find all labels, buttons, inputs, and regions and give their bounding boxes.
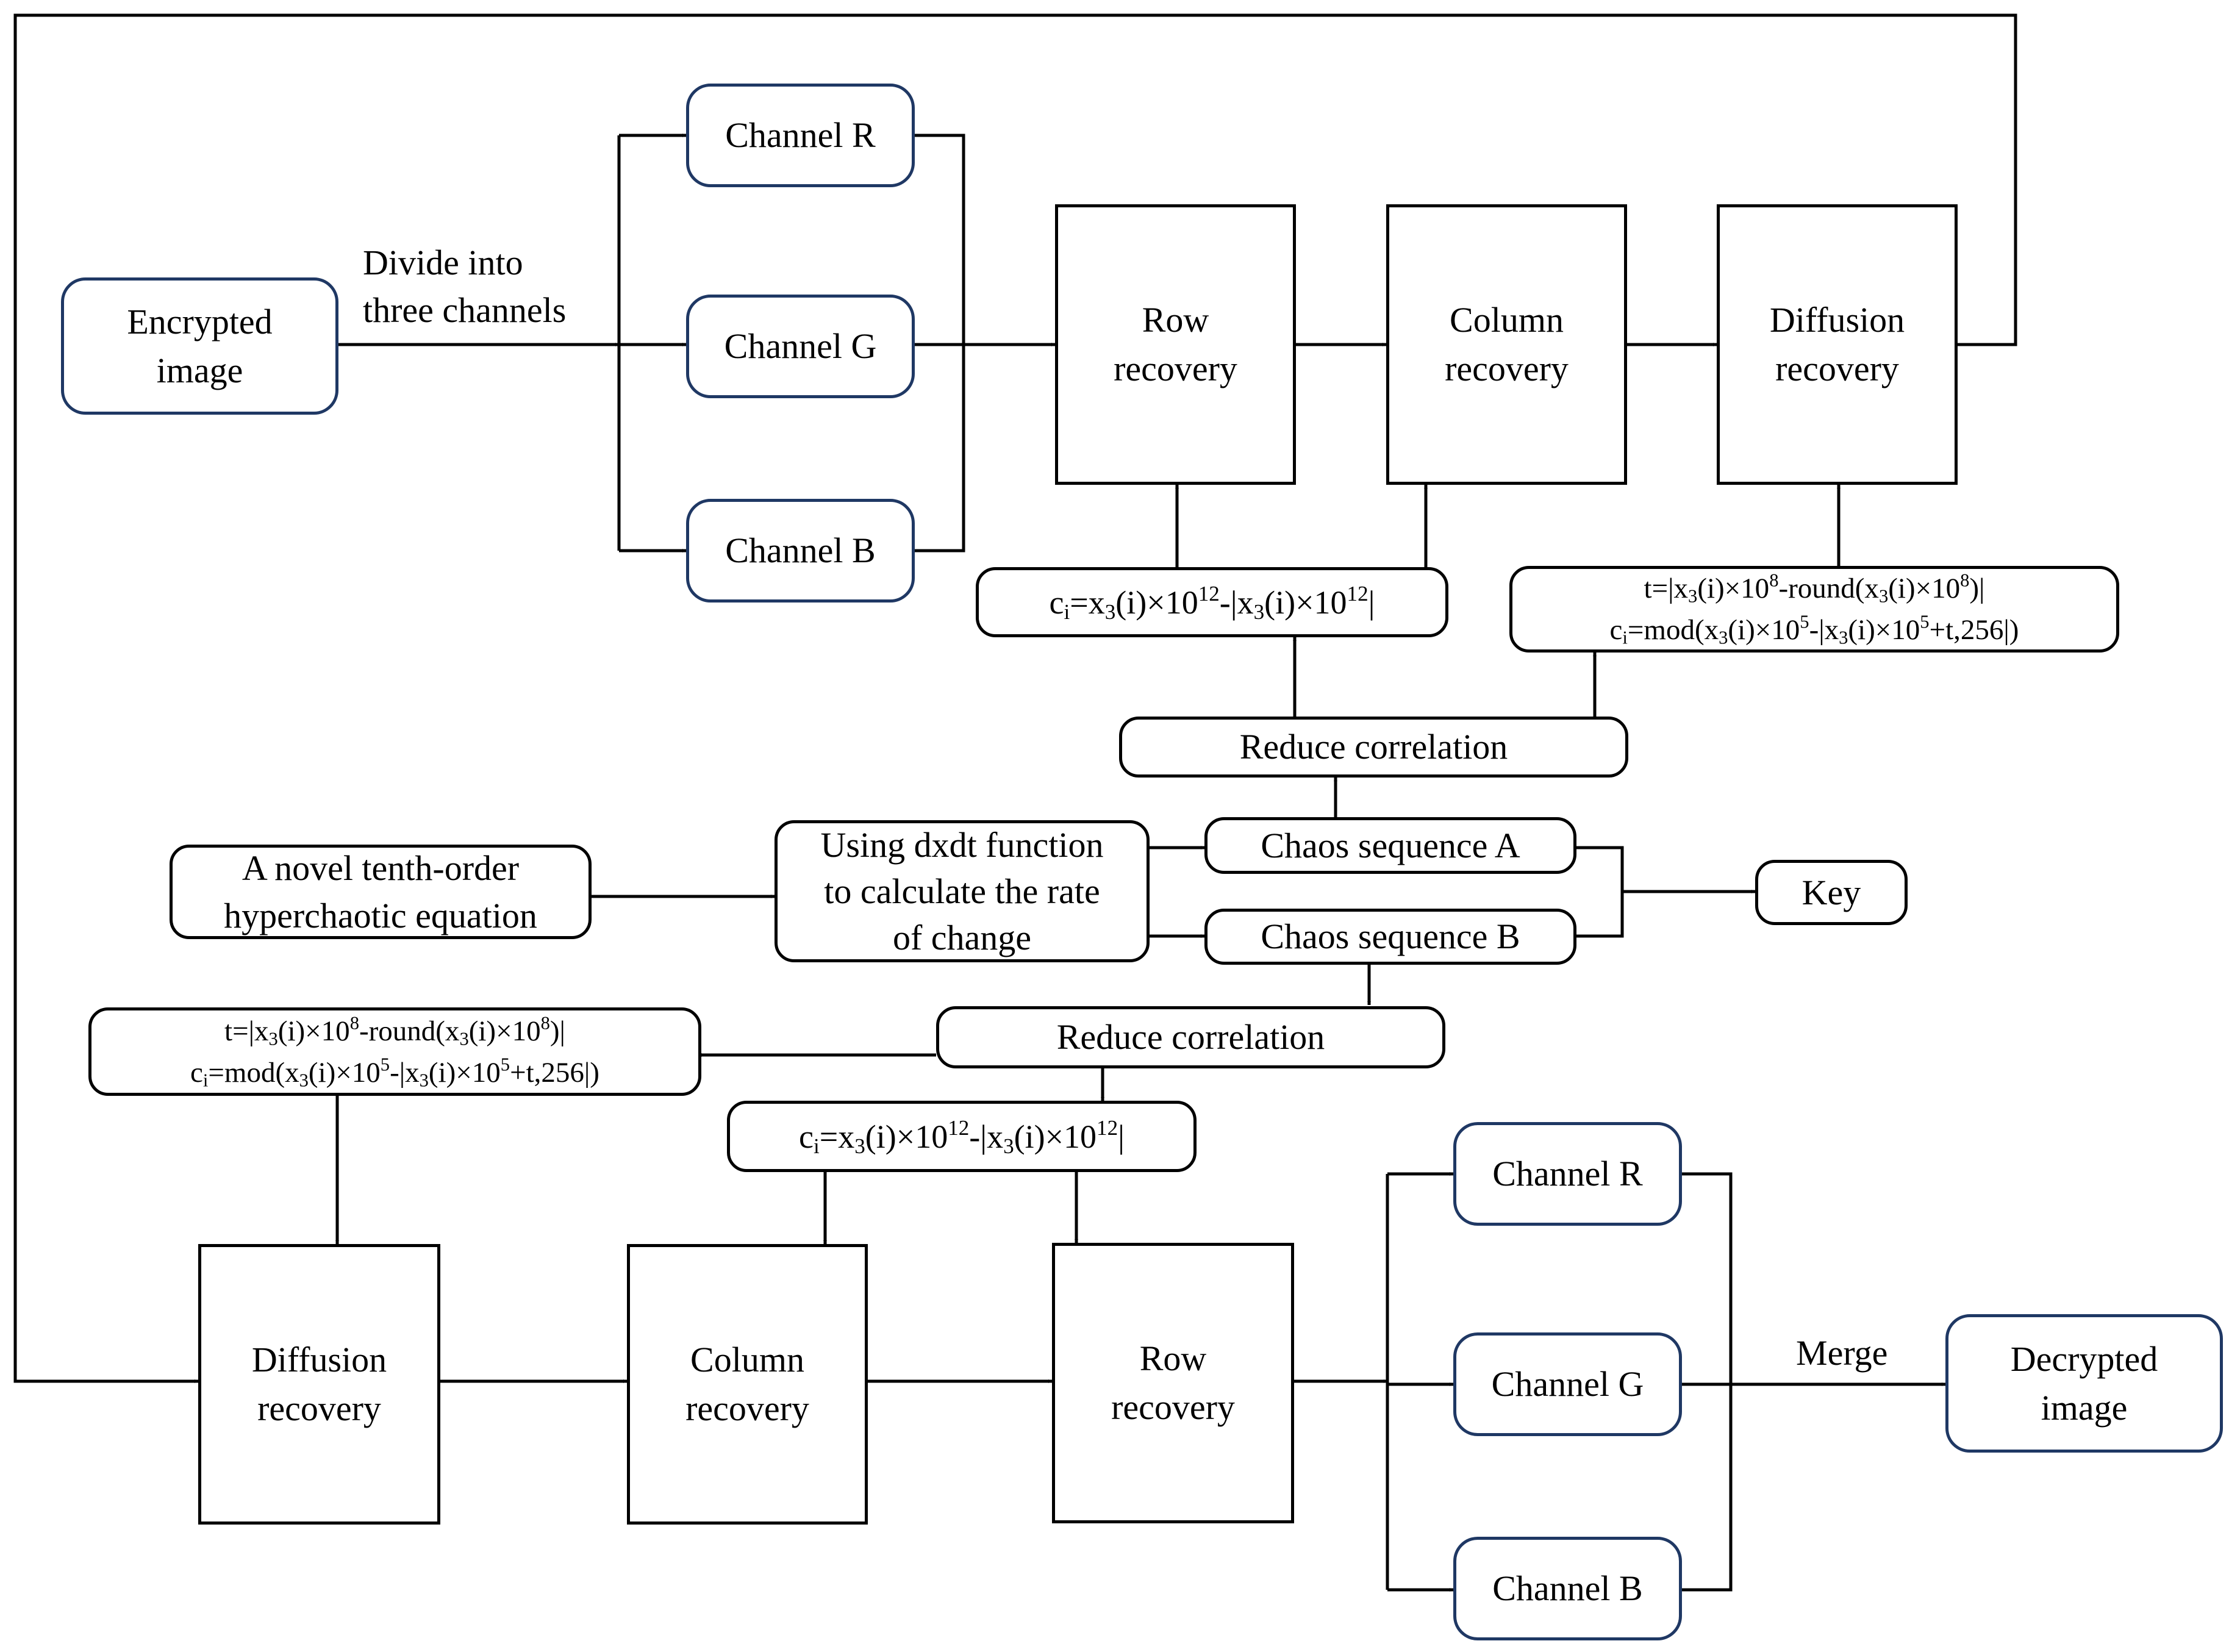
row-formula-text: ci=x3(i)×1012-|x3(i)×1012| (1049, 581, 1375, 624)
feedback-loop (13, 13, 2017, 1383)
top-channel-b-node: Channel B (686, 499, 915, 603)
chaos-sequence-a-node: Chaos sequence A (1204, 817, 1576, 874)
bottom-channel-r-node: Channel R (1453, 1122, 1682, 1226)
merge-label: Merge (1796, 1333, 1888, 1373)
top-reduce-correlation-node: Reduce correlation (1119, 717, 1628, 778)
bottom-diffusion-formula: t=|x3(i)×108-round(x3(i)×108)| ci=mod(x3… (88, 1007, 701, 1096)
diffusion-formula-c-text: ci=mod(x3(i)×105-|x3(i)×105+t,256|) (1609, 611, 2019, 648)
bottom-channel-b-node: Channel B (1453, 1537, 1682, 1640)
bottom-diffusion-formula-t-text: t=|x3(i)×108-round(x3(i)×108)| (224, 1012, 565, 1049)
bottom-diffusion-formula-c-text: ci=mod(x3(i)×105-|x3(i)×105+t,256|) (190, 1054, 599, 1091)
bottom-channels-bracket (1682, 1172, 1733, 1592)
key-node: Key (1755, 860, 1908, 925)
chaos-sequence-b-node: Chaos sequence B (1204, 909, 1576, 965)
top-channel-r-node: Channel R (686, 84, 915, 187)
top-channel-g-node: Channel G (686, 295, 915, 398)
bottom-reduce-correlation-node: Reduce correlation (936, 1006, 1445, 1068)
top-row-column-formula: ci=x3(i)×1012-|x3(i)×1012| (976, 567, 1448, 637)
chaos-bracket (1576, 846, 1624, 938)
diffusion-formula-t-text: t=|x3(i)×108-round(x3(i)×108)| (1644, 570, 1985, 607)
top-diffusion-formula: t=|x3(i)×108-round(x3(i)×108)| ci=mod(x3… (1509, 566, 2119, 653)
bottom-row-column-formula: ci=x3(i)×1012-|x3(i)×1012| (727, 1101, 1197, 1172)
bottom-channel-g-node: Channel G (1453, 1332, 1682, 1436)
bottom-row-formula-text: ci=x3(i)×1012-|x3(i)×1012| (799, 1115, 1125, 1158)
